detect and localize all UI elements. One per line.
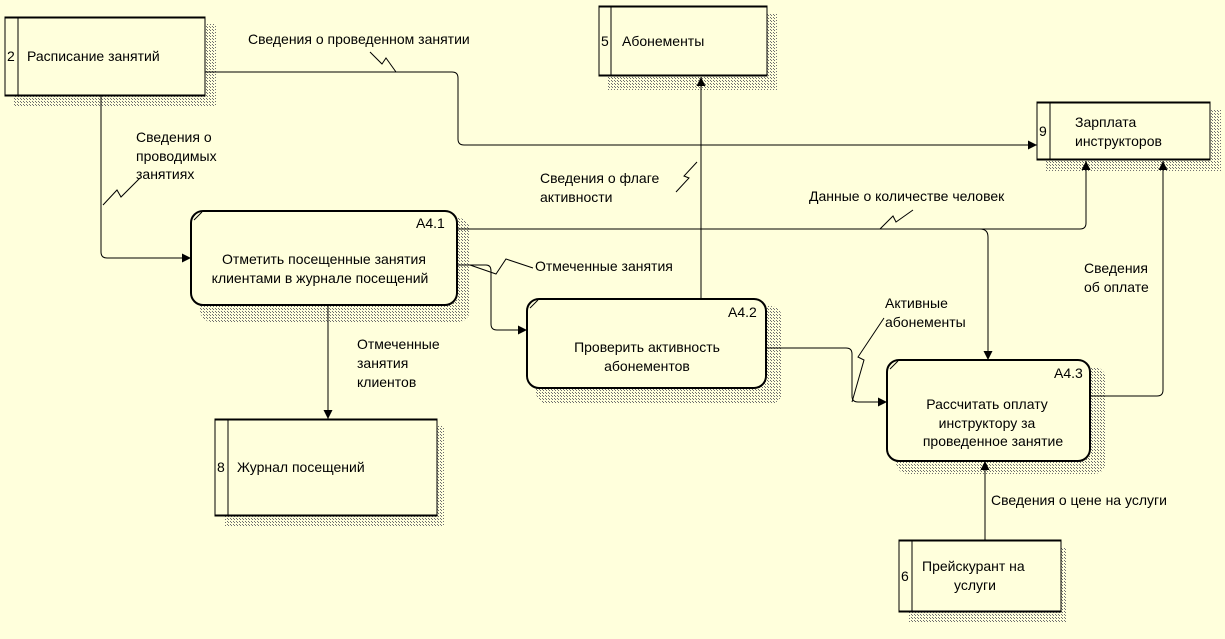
store-subscriptions[interactable]: 5 Абонементы	[598, 5, 777, 90]
flow-label-connector	[369, 51, 397, 73]
flow-label-people-count: Данные о количестве человек	[809, 188, 1005, 204]
flow-label-scheduled-lessons: проводимых	[136, 148, 217, 164]
process-code: А4.3	[1054, 365, 1083, 381]
flow-held-lesson-arrow	[205, 71, 1037, 150]
store-label-line: Прейскурант на	[922, 558, 1025, 574]
store-schedule[interactable]: 2 Расписание занятий	[4, 16, 216, 107]
flow-marked-lessons-arrow	[457, 264, 527, 335]
store-price-list[interactable]: 6 Прейскурант на услуги	[898, 539, 1067, 623]
flow-label-scheduled-lessons: Сведения о	[136, 129, 212, 145]
process-label-line: Проверить активность	[574, 339, 720, 355]
store-instructor-salary[interactable]: 9 Зарплата инструкторов	[1036, 101, 1221, 171]
flow-label-active-subs: абонементы	[885, 314, 966, 330]
process-a4-2[interactable]: А4.2 Проверить активность абонементов	[526, 298, 782, 404]
process-a4-3[interactable]: А4.3 Рассчитать оплату инструктору за пр…	[886, 359, 1106, 474]
flow-label-marked-client-lessons: Отмеченные	[357, 336, 440, 352]
flow-label-active-flag: Сведения о флаге	[540, 170, 659, 186]
flow-label-connector	[469, 258, 534, 275]
process-a4-1[interactable]: А4.1 Отметить посещенные занятия клиента…	[190, 210, 470, 322]
store-attendance-log[interactable]: 8 Журнал посещений	[214, 418, 444, 527]
process-label-line: клиентами в журнале посещений	[212, 270, 429, 286]
store-id: 5	[601, 33, 609, 49]
store-id: 6	[901, 568, 909, 584]
flow-people-count-branch-arrow	[979, 228, 993, 360]
flow-label-connector	[879, 209, 914, 230]
flow-scheduled-lessons-arrow	[100, 96, 191, 263]
flow-label-marked-client-lessons: занятия	[357, 355, 408, 371]
store-label-line: Зарплата	[1075, 114, 1137, 130]
flow-label-marked-client-lessons: клиентов	[357, 374, 416, 390]
process-label-line: Рассчитать оплату	[926, 396, 1048, 412]
store-label: Абонементы	[622, 33, 704, 49]
flow-active-subs-arrow	[766, 347, 887, 407]
store-label-line: инструкторов	[1075, 133, 1162, 149]
store-id: 2	[7, 48, 15, 64]
flow-label-payment: об оплате	[1084, 279, 1149, 295]
store-label-line: услуги	[954, 577, 996, 593]
process-label-line: проведенное занятие	[923, 433, 1064, 449]
process-code: А4.1	[416, 215, 445, 231]
store-id: 9	[1039, 123, 1047, 139]
flow-people-count-arrow	[457, 161, 1091, 230]
flow-label-connector	[102, 177, 141, 206]
store-id: 8	[217, 459, 225, 475]
process-code: А4.2	[728, 304, 757, 320]
flow-label-payment: Сведения	[1084, 260, 1148, 276]
flow-label-marked-lessons: Отмеченные занятия	[535, 258, 673, 274]
store-label: Журнал посещений	[237, 459, 365, 475]
flow-label-scheduled-lessons: занятиях	[136, 166, 194, 182]
flow-label-active-subs: Активные	[885, 295, 948, 311]
store-label: Расписание занятий	[27, 48, 160, 64]
flow-payment-arrow	[1090, 161, 1168, 397]
process-label-line: абонементов	[604, 358, 690, 374]
process-label-line: инструктору за	[939, 415, 1036, 431]
flow-label-active-flag: активности	[540, 189, 613, 205]
flow-label-price-info: Сведения о цене на услуги	[991, 492, 1167, 508]
flow-label-connector	[851, 317, 885, 403]
flow-label-held-lesson: Сведения о проведенном занятии	[248, 31, 470, 47]
flow-label-connector	[675, 161, 698, 193]
process-label-line: Отметить посещенные занятия	[222, 251, 426, 267]
